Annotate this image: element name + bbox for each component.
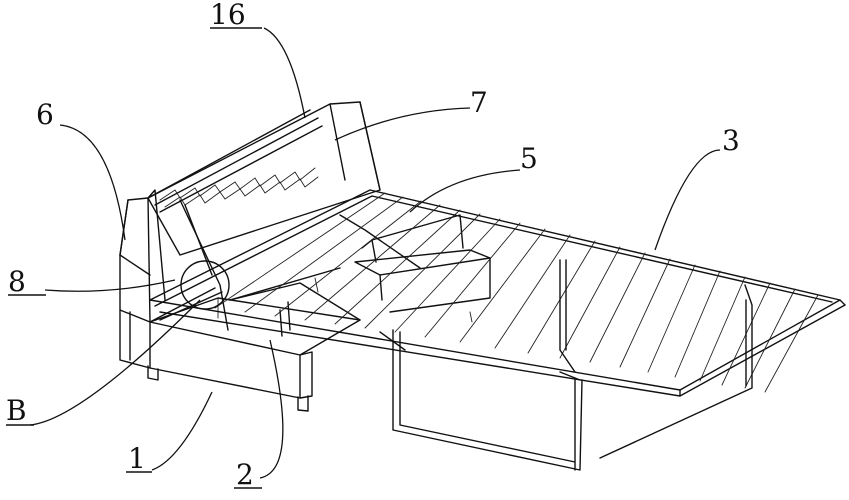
- label-7: 7: [470, 86, 488, 119]
- folding-legs: [379, 259, 753, 471]
- label-3: 3: [722, 124, 740, 157]
- label-8: 8: [8, 265, 26, 298]
- leader-6: [59, 124, 126, 241]
- side-panel: [119, 189, 166, 323]
- base-frame: [119, 254, 313, 412]
- inner-box: [314, 214, 491, 323]
- label-6: 6: [36, 98, 54, 131]
- slatted-frame: [149, 189, 846, 397]
- back-cushion: [147, 101, 381, 256]
- reference-labels: 16 7 6 5 3 8 B 1 2: [6, 0, 740, 491]
- label-B: B: [6, 394, 27, 427]
- leader-3: [654, 149, 721, 251]
- leader-1: [151, 391, 213, 471]
- leader-B: [29, 299, 201, 426]
- leader-16: [263, 27, 306, 119]
- label-16: 16: [210, 0, 246, 31]
- leader-5: [409, 169, 521, 213]
- leader-8: [44, 279, 176, 292]
- leader-2: [259, 339, 284, 479]
- label-1: 1: [128, 442, 146, 475]
- label-5: 5: [520, 142, 538, 175]
- label-2: 2: [236, 458, 254, 491]
- leader-7: [334, 107, 471, 141]
- leader-lines: [29, 27, 721, 479]
